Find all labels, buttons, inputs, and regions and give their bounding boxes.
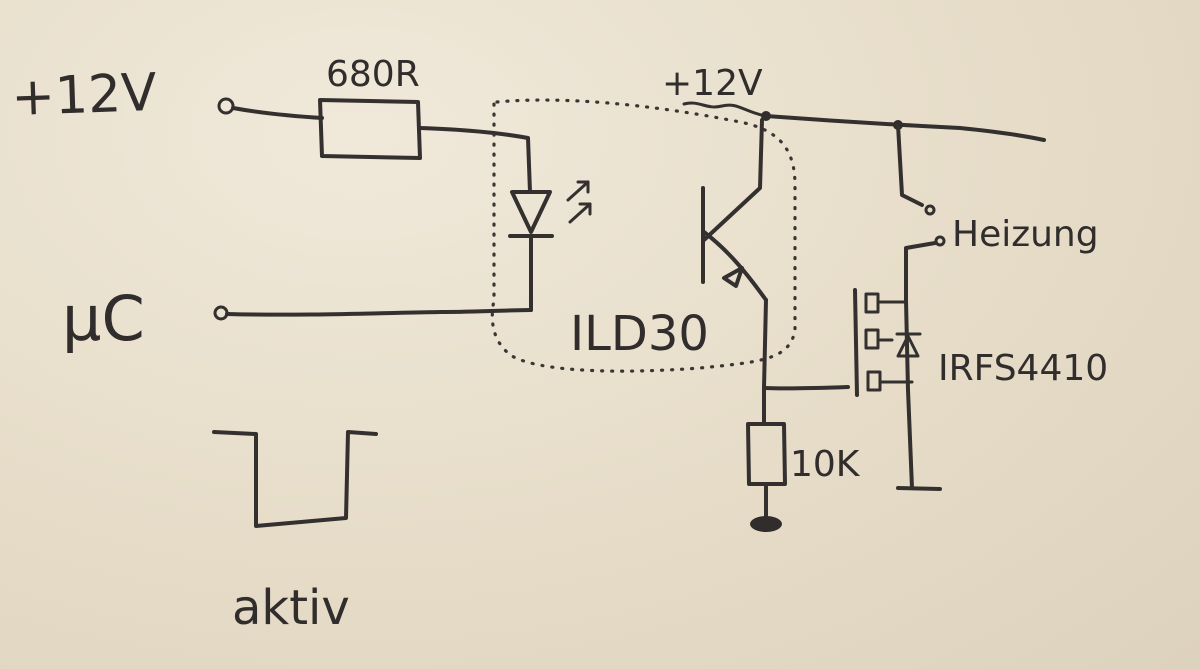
resistor-680r bbox=[318, 98, 422, 160]
gate-wire bbox=[762, 385, 850, 391]
supply-in-label: +12V bbox=[10, 63, 158, 128]
supply-rail-label: +12V bbox=[662, 63, 763, 104]
heater-terminal-top bbox=[924, 204, 936, 216]
mosfet-drain-wire bbox=[904, 241, 937, 302]
resistor-10k-label: 10K bbox=[790, 444, 861, 485]
resistor-10k bbox=[746, 386, 787, 522]
mcu-terminal bbox=[213, 305, 229, 321]
resistor-680r-label: 680R bbox=[326, 54, 420, 95]
supply-rail bbox=[682, 101, 1046, 142]
mcu-wire bbox=[225, 308, 533, 317]
input-supply-terminal bbox=[217, 97, 235, 115]
mosfet-body-diode bbox=[895, 298, 922, 392]
mcu-label: µC bbox=[62, 282, 145, 355]
mosfet-label: IRFS4410 bbox=[938, 348, 1108, 389]
optocoupler-package-outline bbox=[490, 98, 797, 373]
active-low-pulse-icon bbox=[212, 430, 378, 528]
heater-supply-wire bbox=[896, 123, 924, 207]
mosfet-source-wire bbox=[896, 388, 942, 491]
optocoupler-label: ILD30 bbox=[570, 306, 709, 362]
optocoupler-led bbox=[508, 190, 554, 312]
phototransistor bbox=[701, 118, 768, 390]
heater-terminal-bottom bbox=[934, 235, 946, 247]
light-emission-arrows-icon bbox=[566, 180, 592, 224]
ground-icon bbox=[750, 516, 782, 532]
load-label: Heizung bbox=[952, 214, 1099, 255]
input-supply-wire bbox=[231, 106, 324, 120]
pulse-caption-label: aktiv bbox=[232, 580, 350, 636]
led-supply-wire bbox=[418, 126, 532, 194]
